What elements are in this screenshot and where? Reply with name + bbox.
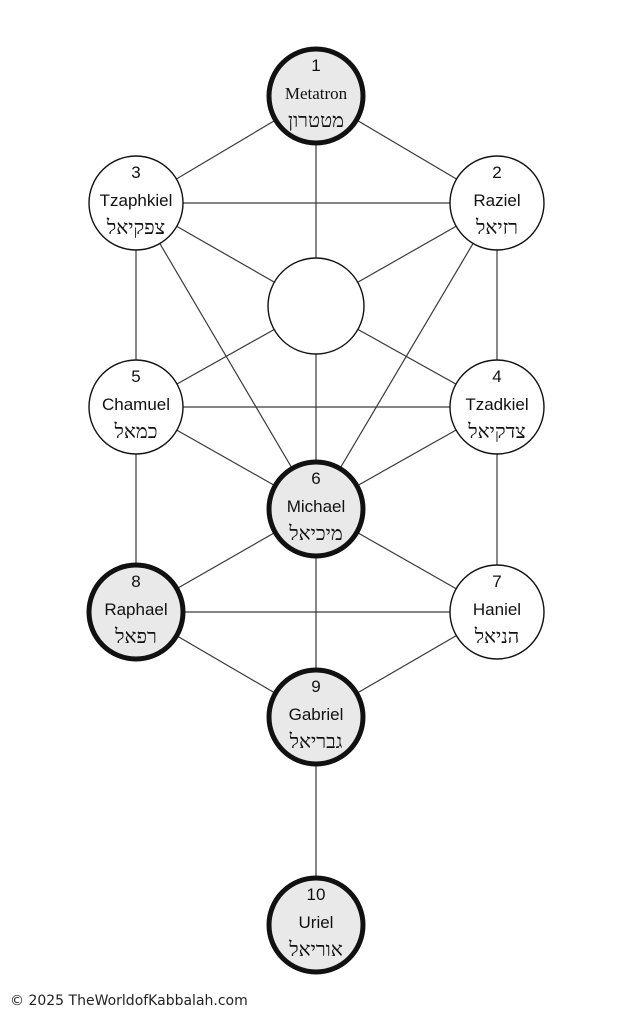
sefirah-angel-name: Raphael [104, 600, 167, 619]
sefirah-number: 4 [492, 367, 501, 386]
sefirah-circle [86, 562, 186, 662]
sefirah-angel-name: Gabriel [289, 705, 344, 724]
sefirah-circle [88, 359, 184, 455]
sefirah-number: 5 [131, 367, 140, 386]
sefirah-number: 10 [307, 885, 326, 904]
sefirah-angel-name: Tzadkiel [465, 395, 528, 414]
sefirah-hebrew-name: צדקיאל [467, 419, 525, 443]
sefirah-circle [267, 257, 365, 355]
sefirah-angel-name: Haniel [473, 600, 521, 619]
sefirah-number: 8 [131, 572, 140, 591]
sefirah-circle [266, 46, 366, 146]
sefirah-number: 1 [311, 56, 320, 75]
sefirah-number: 6 [311, 469, 320, 488]
sefirah-hebrew-name: מטטרון [288, 108, 344, 132]
sefirah-circle [449, 155, 545, 251]
sefirah-number: 7 [492, 572, 501, 591]
sefirah-circle [266, 875, 366, 975]
sefirah-circle [449, 564, 545, 660]
sefirah-hebrew-name: הניאל [474, 624, 520, 648]
sefirah-hebrew-name: רזיאל [475, 215, 518, 239]
sefirah-circle [266, 667, 366, 767]
sefirah-hebrew-name: אוריאל [288, 937, 343, 961]
sefirah-angel-name: Michael [287, 497, 346, 516]
sefirah-angel-name: Raziel [473, 191, 520, 210]
sefirah-angel-name: Chamuel [102, 395, 170, 414]
sefirah-hebrew-name: צפקיאל [106, 215, 165, 239]
sefirah-hebrew-name: כמאל [114, 419, 158, 443]
sefirah-hebrew-name: מיכיאל [288, 521, 342, 545]
copyright-notice: © 2025 TheWorldofKabbalah.com [10, 993, 248, 1009]
sefirah-angel-name: Uriel [299, 913, 334, 932]
sefirah-number: 9 [311, 677, 320, 696]
sefirah-hebrew-name: גבריאל [289, 729, 343, 753]
sefirah-circle [449, 359, 545, 455]
sefirah-hebrew-name: רפאל [114, 624, 157, 648]
sefirah-number: 3 [131, 163, 140, 182]
sefirah-number: 2 [492, 163, 501, 182]
sefirah-daat [267, 257, 365, 355]
sefirah-circle [88, 155, 184, 251]
sefirah-angel-name: Tzaphkiel [100, 191, 173, 210]
sefirah-circle [266, 459, 366, 559]
sefirah-angel-name: Metatron [285, 84, 348, 103]
